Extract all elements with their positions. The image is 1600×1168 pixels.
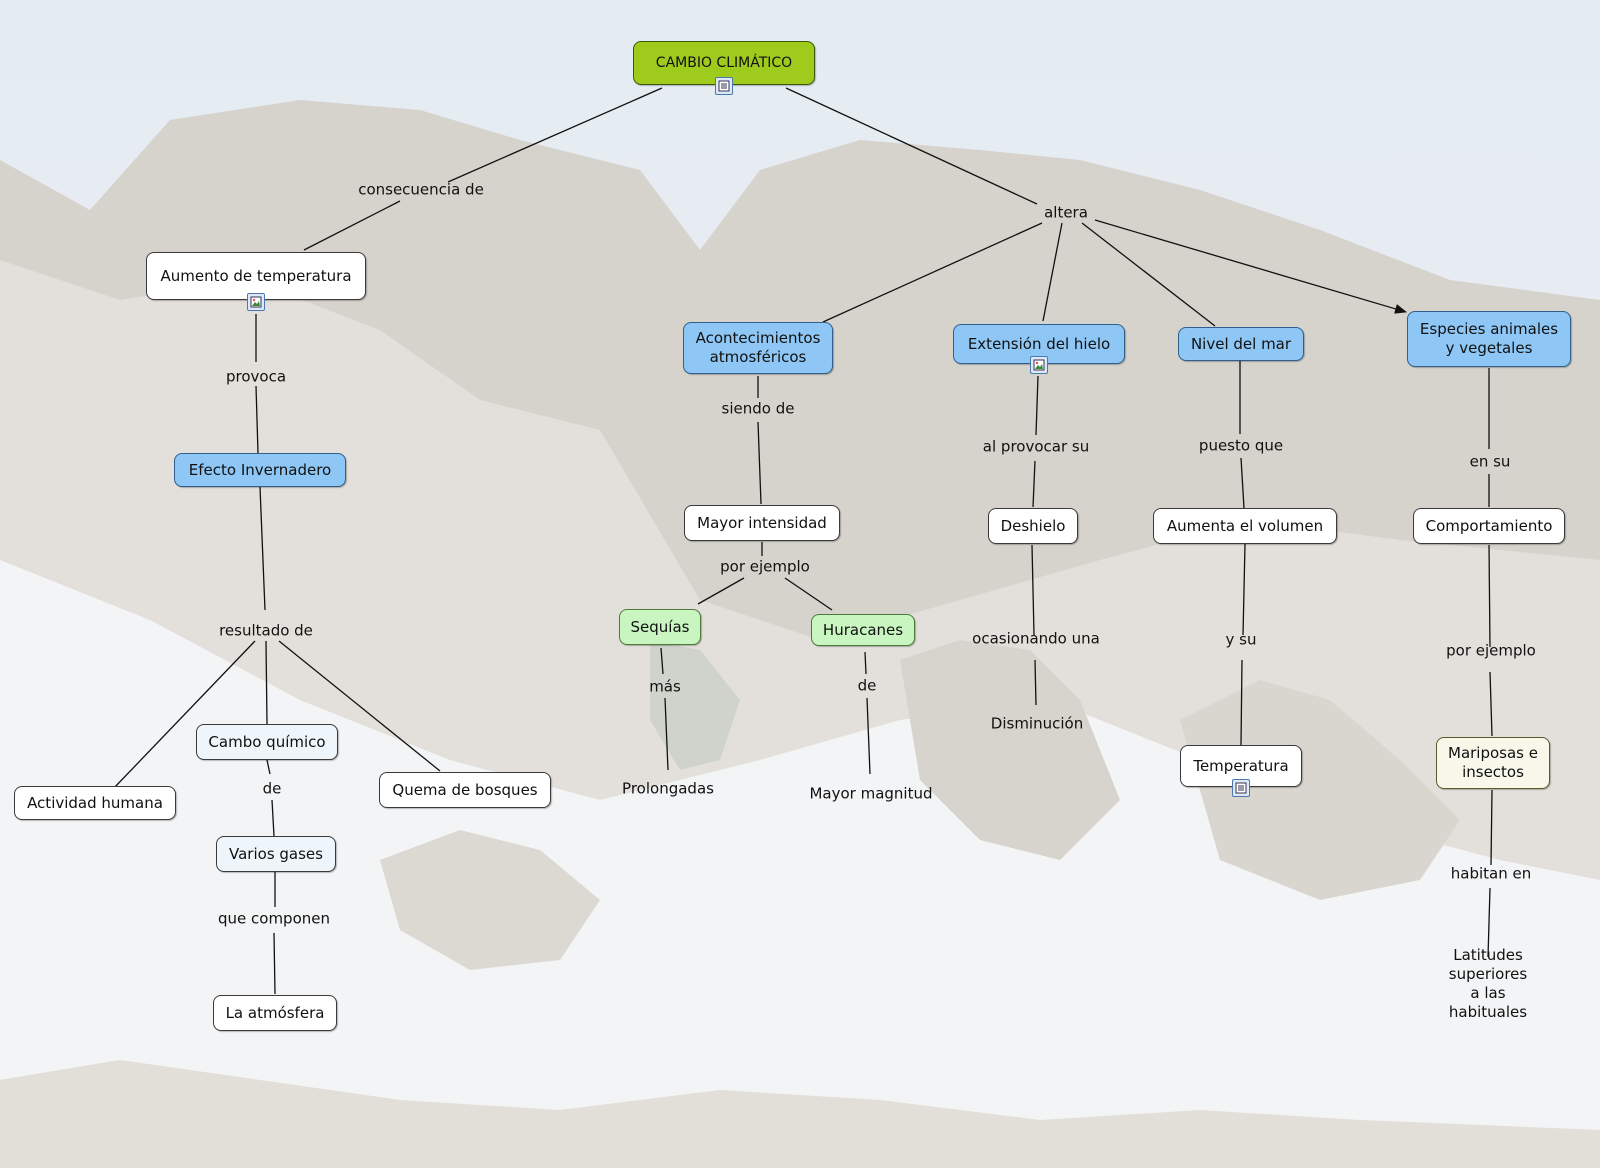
link-line xyxy=(447,87,663,183)
link-resultado-de[interactable]: resultado de xyxy=(219,621,313,640)
link-line xyxy=(822,222,1043,323)
link-line xyxy=(271,799,275,837)
link-puesto-que[interactable]: puesto que xyxy=(1198,436,1284,455)
concept-varios-gases[interactable]: Varios gases xyxy=(216,836,336,872)
link-provoca[interactable]: provoca xyxy=(225,367,287,386)
link-line xyxy=(265,640,268,725)
concept-mariposas-insectos[interactable]: Mariposas e insectos xyxy=(1436,737,1550,789)
concept-acontecimientos-atmosfericos[interactable]: Acontecimientos atmosféricos xyxy=(683,322,833,374)
link-line xyxy=(1032,460,1036,508)
link-habitan-en[interactable]: habitan en xyxy=(1450,864,1532,883)
link-line xyxy=(785,87,1038,205)
concept-aumento-temperatura[interactable]: Aumento de temperatura xyxy=(146,252,366,300)
concept-mayor-intensidad[interactable]: Mayor intensidad xyxy=(684,505,840,541)
link-line xyxy=(255,385,259,454)
link-line xyxy=(660,647,664,675)
document-icon[interactable] xyxy=(1232,779,1250,797)
link-en-su[interactable]: en su xyxy=(1469,452,1511,471)
concept-la-atmosfera[interactable]: La atmósfera xyxy=(213,995,337,1031)
link-line xyxy=(273,932,276,995)
link-line xyxy=(1240,457,1245,509)
link-line xyxy=(866,697,871,775)
image-icon[interactable] xyxy=(1030,356,1048,374)
link-line xyxy=(112,640,256,790)
link-line xyxy=(1240,659,1243,746)
link-line xyxy=(303,200,401,251)
link-line xyxy=(1488,544,1491,648)
link-al-provocar-su[interactable]: al provocar su xyxy=(982,437,1090,456)
link-line xyxy=(784,577,833,611)
link-que-componen[interactable]: que componen xyxy=(217,909,331,928)
link-line xyxy=(697,577,745,605)
link-line xyxy=(864,651,867,675)
link-y-su[interactable]: y su xyxy=(1225,630,1257,649)
concept-mayor-magnitud[interactable]: Mayor magnitud xyxy=(809,784,933,803)
concept-actividad-humana[interactable]: Actividad humana xyxy=(14,786,176,820)
link-line xyxy=(1081,222,1216,327)
link-line xyxy=(1094,219,1407,314)
link-line xyxy=(1042,222,1063,322)
link-line xyxy=(1490,789,1493,866)
link-por-ejemplo[interactable]: por ejemplo xyxy=(720,557,810,576)
link-consecuencia-de[interactable]: consecuencia de xyxy=(358,180,484,199)
concept-quema-bosques[interactable]: Quema de bosques xyxy=(379,772,551,808)
link-line xyxy=(1035,375,1039,436)
concept-aumenta-volumen[interactable]: Aumenta el volumen xyxy=(1153,508,1337,544)
link-line xyxy=(1031,544,1035,636)
link-line xyxy=(266,759,271,775)
link-line xyxy=(278,640,441,772)
image-icon[interactable] xyxy=(247,293,265,311)
link-siendo-de[interactable]: siendo de xyxy=(721,399,795,418)
link-de[interactable]: de xyxy=(262,779,282,798)
link-line xyxy=(664,697,669,771)
link-ocasionando-una[interactable]: ocasionando una xyxy=(972,629,1100,648)
link-line xyxy=(259,486,266,611)
concept-prolongadas[interactable]: Prolongadas xyxy=(622,779,714,798)
document-icon[interactable] xyxy=(715,77,733,95)
link-line xyxy=(757,421,762,505)
link-line xyxy=(1489,671,1493,737)
link-line xyxy=(1242,543,1246,636)
concept-disminucion[interactable]: Disminución xyxy=(990,714,1084,733)
link-de[interactable]: de xyxy=(857,676,877,695)
concept-cambio-quimico[interactable]: Cambo químico xyxy=(196,724,338,760)
link-line xyxy=(1034,659,1037,706)
link-line xyxy=(1487,887,1491,958)
concept-especies-animales[interactable]: Especies animales y vegetales xyxy=(1407,311,1571,367)
concept-nivel-del-mar[interactable]: Nivel del mar xyxy=(1178,327,1304,361)
link-mas[interactable]: más xyxy=(649,677,681,696)
link-por-ejemplo[interactable]: por ejemplo xyxy=(1446,641,1536,660)
concept-huracanes[interactable]: Huracanes xyxy=(811,614,915,646)
concept-sequias[interactable]: Sequías xyxy=(619,609,701,645)
link-altera[interactable]: altera xyxy=(1044,203,1088,222)
concept-efecto-invernadero[interactable]: Efecto Invernadero xyxy=(174,453,346,487)
concept-comportamiento[interactable]: Comportamiento xyxy=(1413,508,1565,544)
concept-deshielo[interactable]: Deshielo xyxy=(988,508,1078,544)
concept-latitudes[interactable]: Latitudes superiores a las habituales xyxy=(1448,946,1528,1021)
